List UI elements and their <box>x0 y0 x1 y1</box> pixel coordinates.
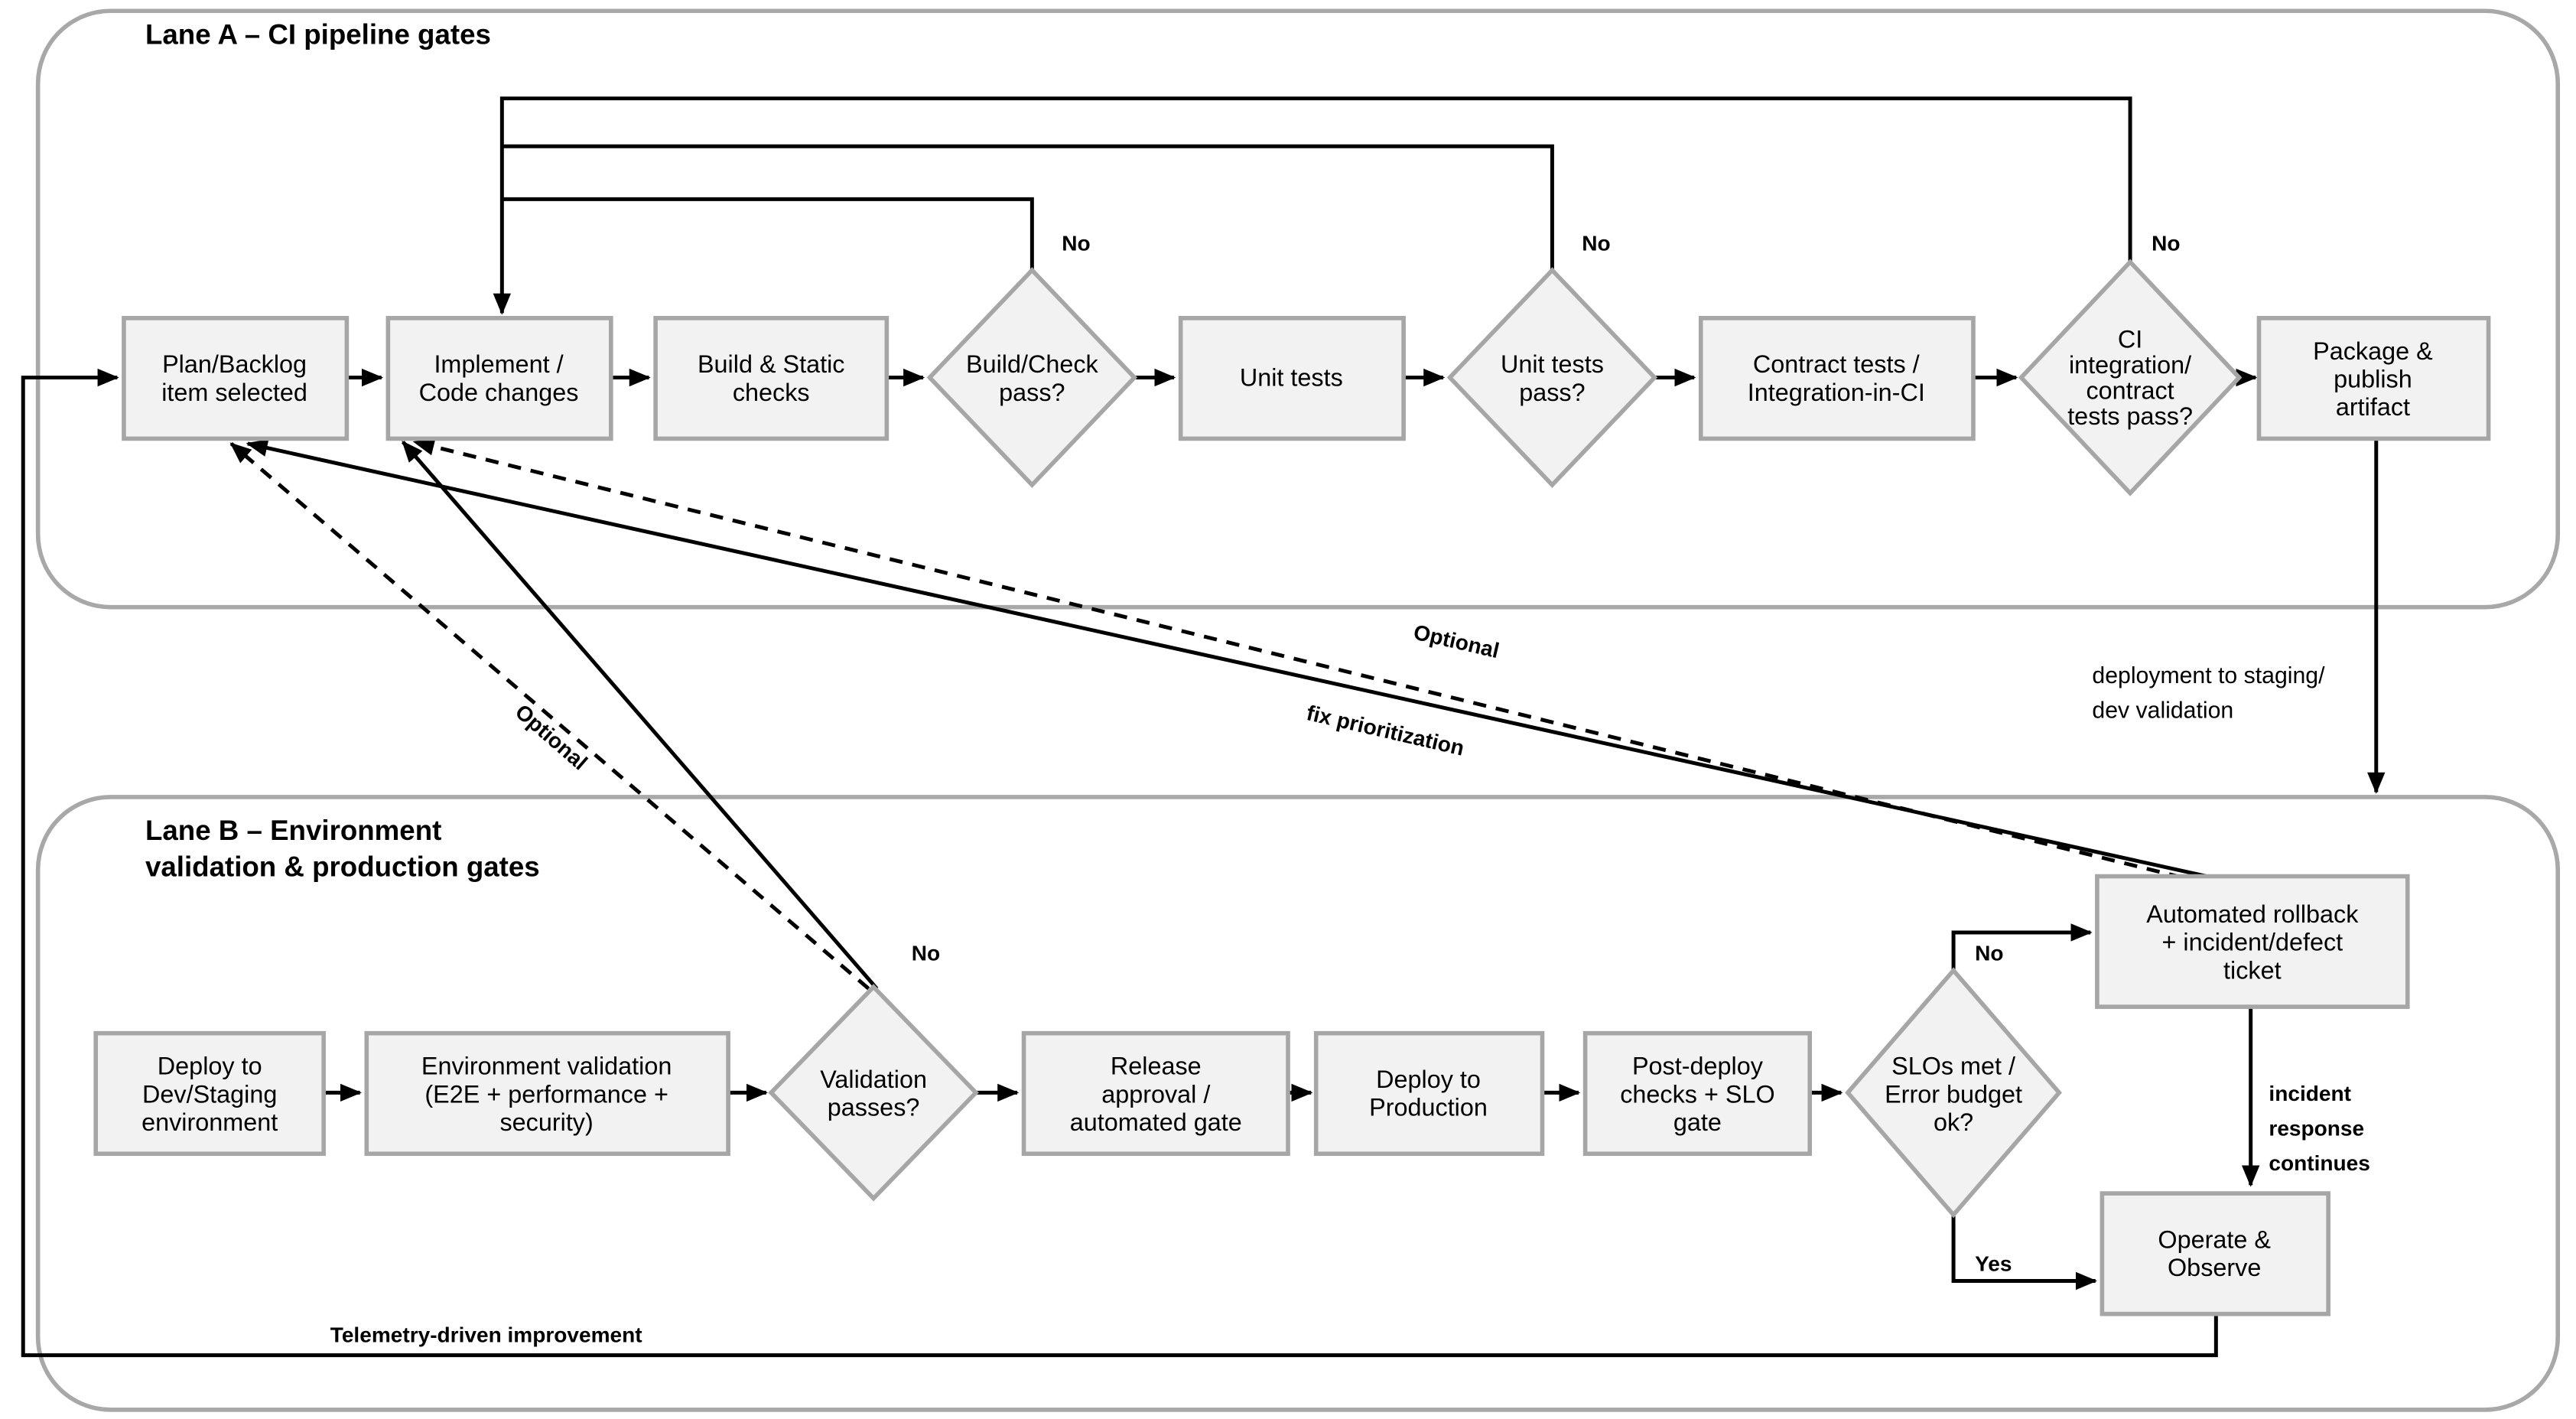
label-no-validation: No <box>912 942 940 965</box>
node-slo-shape <box>1845 967 2062 1219</box>
lane-a: Lane A – CI pipeline gates <box>35 8 2561 610</box>
edge-no-cipass-loop <box>493 96 2132 315</box>
edge-slo-yes-to-operate <box>1951 1215 2098 1290</box>
label-optional-validation: Optional <box>511 699 592 774</box>
edge-validation-optional-to-plan <box>229 442 870 991</box>
node-build-static-box <box>653 316 890 441</box>
node-env-validation-box <box>364 1030 730 1157</box>
node-deploy-prod-box <box>1313 1030 1545 1157</box>
node-plan-backlog-box <box>122 316 350 441</box>
node-operate-label: Operate &Observe <box>2158 1225 2271 1281</box>
lane-b-border <box>35 795 2561 1412</box>
node-contract-tests: Contract tests /Integration-in-CI <box>1698 316 1976 441</box>
node-unit-tests-label: Unit tests <box>1240 363 1343 391</box>
label-no-buildpass: No <box>1062 231 1090 255</box>
edge-no-unitpass-loop <box>502 144 1554 271</box>
node-release-approval-box <box>1021 1030 1290 1157</box>
node-package-publish-box <box>2256 316 2491 441</box>
node-unit-tests-box <box>1178 316 1406 441</box>
label-fix-prioritization: fix prioritization <box>1304 701 1466 760</box>
node-operate: Operate &Observe <box>2100 1191 2330 1316</box>
node-build-pass-shape <box>926 267 1138 488</box>
node-operate-box <box>2100 1191 2330 1316</box>
node-contract-tests-box <box>1698 316 1976 441</box>
node-implement-label: Implement /Code changes <box>419 350 579 406</box>
edge-rollback-fix-to-plan <box>246 439 2215 880</box>
edge-validation-no-to-implement <box>401 440 879 990</box>
node-deploy-dev-box <box>93 1030 326 1157</box>
label-yes-slo: Yes <box>1975 1252 2012 1276</box>
label-telemetry: Telemetry-driven improvement <box>330 1323 642 1346</box>
node-env-validation-label: Environment validation(E2E + performance… <box>421 1053 672 1136</box>
edge-telemetry-loop <box>21 368 2218 1358</box>
label-no-cipass: No <box>2152 231 2180 255</box>
lane-a-border <box>35 8 2561 610</box>
node-implement: Implement /Code changes <box>385 316 613 441</box>
node-rollback-box <box>2095 874 2410 1009</box>
node-env-validation: Environment validation(E2E + performance… <box>364 1030 730 1157</box>
label-optional-rollback: Optional <box>1411 620 1501 662</box>
node-post-deploy-box <box>1582 1030 1813 1157</box>
lane-a-title: Lane A – CI pipeline gates <box>145 18 491 50</box>
node-validation-pass-shape <box>768 984 979 1202</box>
node-implement-box <box>385 316 613 441</box>
edge-rollback-optional-to-implement <box>412 438 2205 885</box>
edge-no-buildpass-loop <box>502 197 1034 271</box>
label-deployment-note: deployment to staging/dev validation <box>2092 663 2325 723</box>
label-no-slo: No <box>1975 942 2003 965</box>
node-contract-tests-label: Contract tests /Integration-in-CI <box>1748 350 1925 406</box>
label-no-unitpass: No <box>1582 231 1610 255</box>
node-unit-pass-shape <box>1446 267 1658 488</box>
node-unit-tests: Unit tests <box>1178 316 1406 441</box>
edge-slo-no-to-rollback <box>1951 923 2093 971</box>
node-ci-pass-shape <box>2018 259 2243 496</box>
